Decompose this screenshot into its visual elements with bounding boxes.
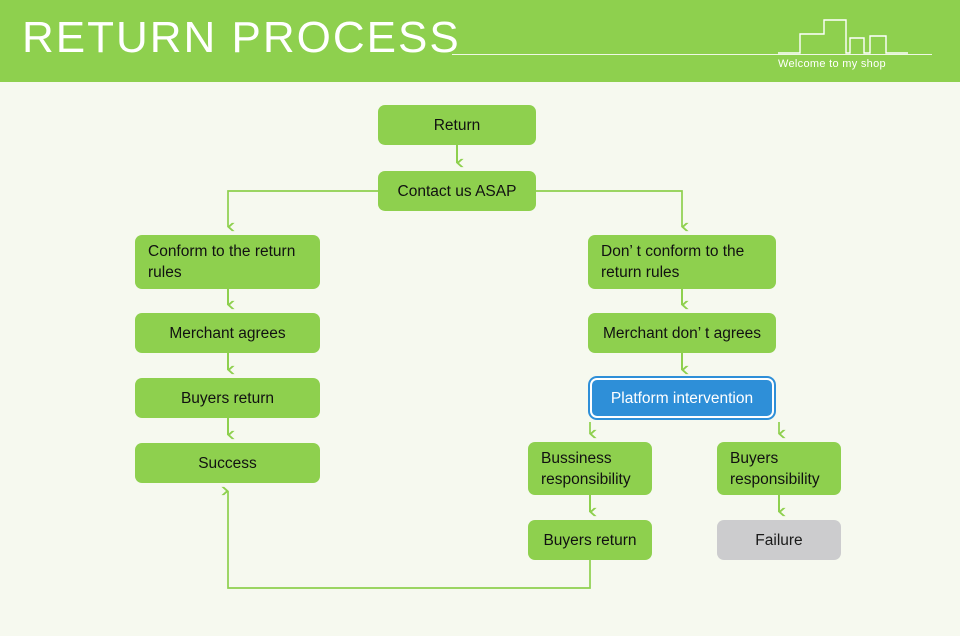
header-divider-line (452, 54, 932, 55)
flowchart-canvas: Return Contact us ASAP Conform to the re… (0, 82, 960, 636)
flowchart-connectors (221, 145, 786, 589)
page-title: RETURN PROCESS (22, 13, 461, 62)
node-buyers-return-right[interactable]: Buyers return (528, 520, 652, 560)
node-dont-conform-to-return-rules[interactable]: Don’ t conform to the return rules (588, 235, 776, 289)
node-bussiness-responsibility[interactable]: Bussiness responsibility (528, 442, 652, 495)
node-merchant-agrees[interactable]: Merchant agrees (135, 313, 320, 353)
node-success[interactable]: Success (135, 443, 320, 483)
edge-buyers-return-right-to-success (221, 486, 591, 589)
edge-contact-to-conform (227, 190, 378, 232)
node-merchant-dont-agrees[interactable]: Merchant don’ t agrees (588, 313, 776, 353)
node-failure[interactable]: Failure (717, 520, 841, 560)
header-tagline: Welcome to my shop (778, 58, 886, 70)
node-buyers-responsibility[interactable]: Buyers responsibility (717, 442, 841, 495)
node-conform-to-return-rules[interactable]: Conform to the return rules (135, 235, 320, 289)
node-return[interactable]: Return (378, 105, 536, 145)
city-skyline-icon (778, 19, 908, 54)
node-platform-intervention[interactable]: Platform intervention (590, 378, 774, 418)
node-buyers-return-left[interactable]: Buyers return (135, 378, 320, 418)
page-header: RETURN PROCESS Welcome to my shop (0, 0, 960, 82)
edge-contact-to-not-conform (536, 190, 689, 232)
node-contact-us-asap[interactable]: Contact us ASAP (378, 171, 536, 211)
